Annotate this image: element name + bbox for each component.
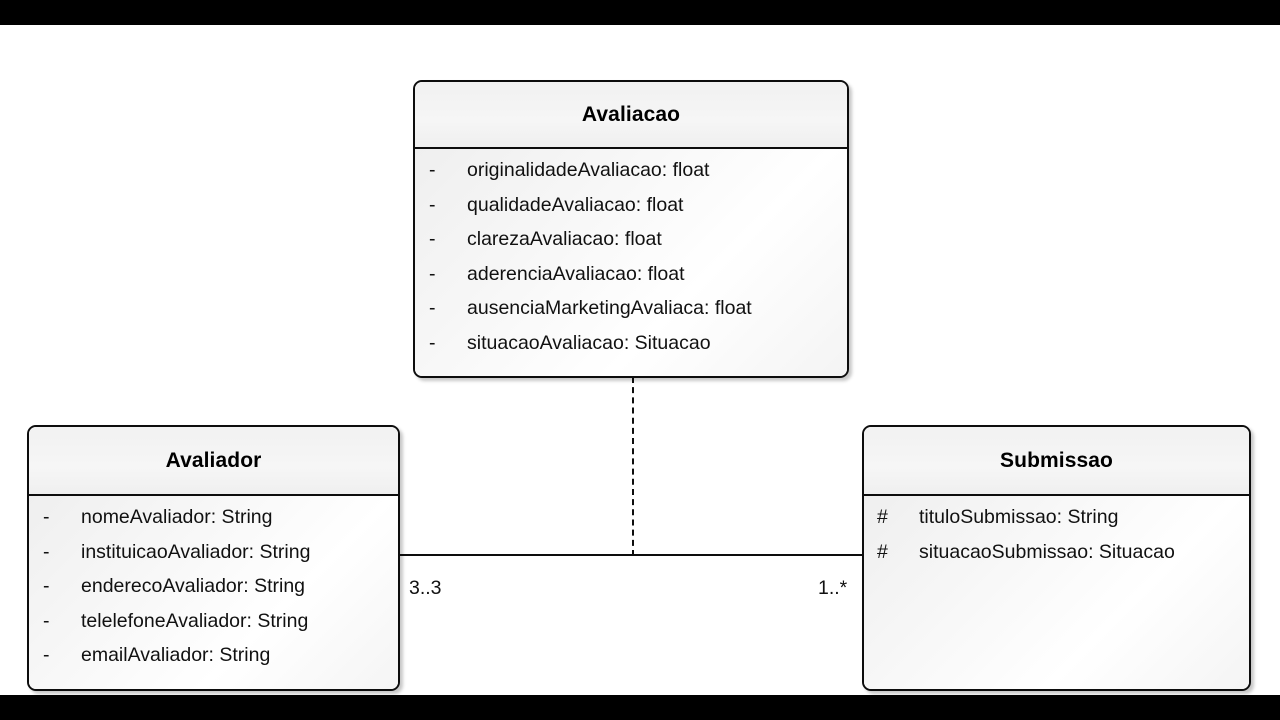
uml-class-title-submissao: Submissao [1000,448,1113,472]
attribute-text: qualidadeAvaliacao: float [467,193,684,216]
diagram-surface: Avaliacao - originalidadeAvaliacao: floa… [0,25,1280,695]
visibility-marker: - [43,540,50,563]
attribute-text: tituloSubmissao: String [919,506,1119,528]
uml-class-title-avaliacao: Avaliacao [581,102,681,126]
visibility-marker: - [43,644,50,666]
letterbox-top [0,0,1280,25]
attribute-text: aderenciaAvaliacao: float [467,262,685,285]
visibility-marker: - [429,297,436,319]
attribute-text: nomeAvaliador: String [81,506,273,528]
uml-attribute-row: - nomeAvaliador: String [29,506,398,541]
visibility-marker: - [43,575,50,597]
uml-class-header-avaliador: Avaliador [29,427,398,496]
uml-attributes-submissao: # tituloSubmissao: String # situacaoSubm… [864,496,1249,689]
visibility-marker: - [429,262,436,285]
uml-class-submissao[interactable]: Submissao # tituloSubmissao: String # si… [862,425,1251,691]
uml-attributes-avaliador: - nomeAvaliador: String - instituicaoAva… [29,496,398,689]
attribute-text: originalidadeAvaliacao: float [467,159,710,181]
letterbox-bottom [0,695,1280,720]
visibility-marker: - [43,506,50,528]
multiplicity-label-left: 3..3 [409,577,442,599]
attribute-text: situacaoAvaliacao: Situacao [467,331,711,354]
uml-attribute-row: - instituicaoAvaliador: String [29,541,398,576]
attribute-text: situacaoSubmissao: Situacao [919,540,1175,563]
visibility-marker: - [429,159,436,181]
uml-attribute-row: - enderecoAvaliador: String [29,575,398,610]
attribute-text: clarezaAvaliacao: float [467,228,662,250]
attribute-text: ausenciaMarketingAvaliaca: float [467,297,752,319]
attribute-text: enderecoAvaliador: String [81,575,306,597]
uml-attribute-row: - situacaoAvaliacao: Situacao [415,332,847,367]
visibility-marker: - [43,609,50,632]
uml-attribute-row: - telelefoneAvaliador: String [29,610,398,645]
attribute-text: emailAvaliador: String [81,644,271,666]
uml-class-avaliacao[interactable]: Avaliacao - originalidadeAvaliacao: floa… [413,80,849,378]
uml-attribute-row: - aderenciaAvaliacao: float [415,263,847,298]
uml-attribute-row: - qualidadeAvaliacao: float [415,194,847,229]
multiplicity-label-right: 1..* [818,577,848,599]
visibility-marker: # [877,540,888,563]
association-class-dashed-link[interactable] [632,377,634,556]
uml-attribute-row: - ausenciaMarketingAvaliaca: float [415,297,847,332]
visibility-marker: # [877,506,888,528]
uml-attribute-row: - clarezaAvaliacao: float [415,228,847,263]
uml-attribute-row: - emailAvaliador: String [29,644,398,679]
attribute-text: telelefoneAvaliador: String [81,609,309,632]
uml-class-header-avaliacao: Avaliacao [415,82,847,149]
visibility-marker: - [429,331,436,354]
visibility-marker: - [429,193,436,216]
uml-class-title-avaliador: Avaliador [165,448,262,472]
uml-class-avaliador[interactable]: Avaliador - nomeAvaliador: String - inst… [27,425,400,691]
uml-attribute-row: # situacaoSubmissao: Situacao [864,541,1249,576]
uml-class-header-submissao: Submissao [864,427,1249,496]
visibility-marker: - [429,228,436,250]
association-line-avaliador-submissao[interactable] [398,554,864,556]
uml-attributes-avaliacao: - originalidadeAvaliacao: float - qualid… [415,149,847,376]
attribute-text: instituicaoAvaliador: String [81,540,311,563]
uml-attribute-row: - originalidadeAvaliacao: float [415,159,847,194]
uml-attribute-row: # tituloSubmissao: String [864,506,1249,541]
